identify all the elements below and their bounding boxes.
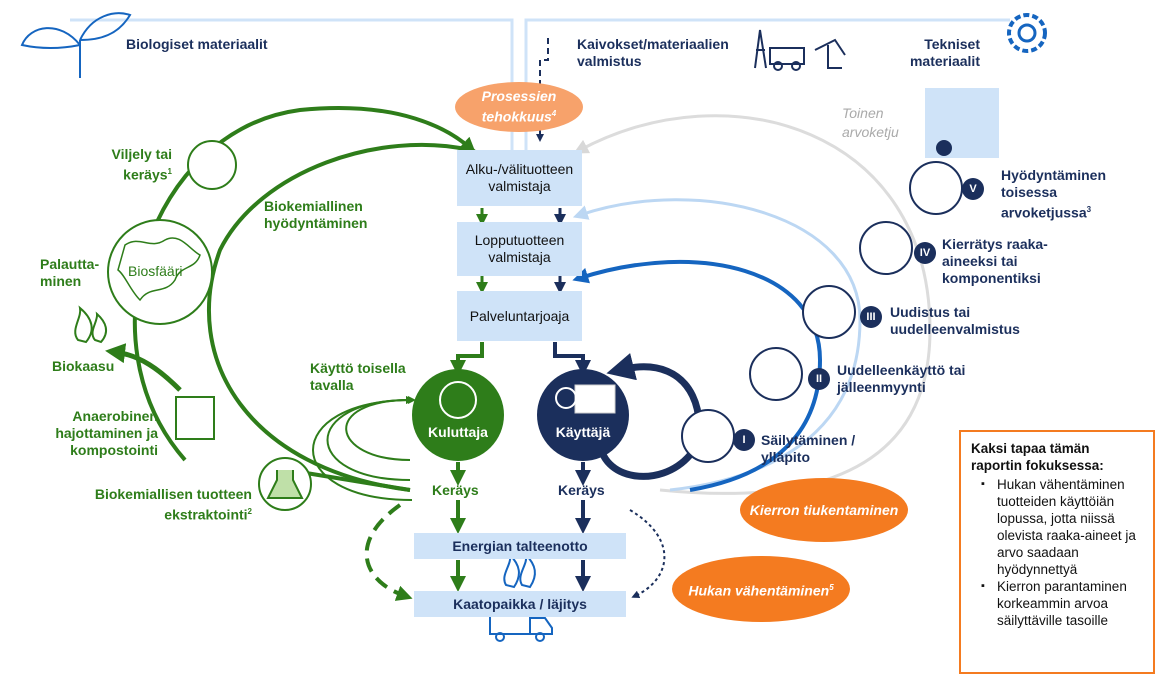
box-energia: Energian talteenotto	[414, 533, 626, 559]
label-ii: Uudelleenkäyttö tai jälleenmyynti	[837, 362, 966, 395]
badge-iii: III	[860, 306, 882, 328]
focus-item: Hukan vähentäminen tuotteiden käyttöiän …	[981, 476, 1143, 578]
biosphere-globe	[107, 219, 213, 325]
bio-inner-cycle	[206, 140, 478, 492]
oval-hukan: Hukan vähentäminen5	[672, 556, 850, 622]
label-iv: Kierrätys raaka-aineeksi tai komponentik…	[942, 236, 1048, 286]
label-keraus-right: Keräys	[558, 482, 605, 498]
label-biosfaari: Biosfääri	[128, 263, 183, 279]
label-kayttaja: Käyttäjä	[555, 424, 611, 440]
cycle-grey	[573, 114, 932, 496]
label-iii: Uudistus tai uudelleenvalmistus	[890, 304, 1020, 337]
oval-kierron: Kierron tiukentaminen	[740, 478, 908, 542]
mining-icon	[754, 29, 846, 71]
badge-ii: II	[808, 368, 830, 390]
plant-icon	[20, 12, 132, 78]
label-biokaasu: Biokaasu	[52, 358, 115, 374]
badge-iv: IV	[914, 242, 936, 264]
focus-list: Hukan vähentäminen tuotteiden käyttöiän …	[971, 476, 1143, 629]
label-biokemiallinen-hyodyntaminen: Biokemiallinen hyödyntäminen	[264, 198, 368, 231]
heading-technical: Tekniset materiaalit	[909, 36, 980, 69]
extraction-line	[299, 470, 411, 492]
biogas-flame-icon	[74, 305, 93, 344]
label-biokemiallisen-tuotteen: Biokemiallisen tuotteen ekstraktointi2	[94, 486, 252, 523]
label-v: Hyödyntäminen toisessa arvoketjussa3	[1001, 167, 1107, 221]
consumer-circle	[412, 369, 504, 461]
harvest-icon	[187, 140, 237, 190]
badge-v: V	[962, 178, 984, 200]
label-palauttaminen: Palautta-minen	[40, 256, 100, 289]
compost-icon	[175, 396, 215, 440]
label-i: Säilytäminen / ylläpito	[761, 432, 856, 465]
label-anaerobinen: Anaerobinen hajottaminen ja kompostointi	[55, 408, 158, 458]
focus-item: Kierron parantaminen korkeammin arvoa sä…	[981, 578, 1143, 629]
cycle-iii	[572, 259, 823, 492]
biokaasu-arrow	[105, 343, 182, 392]
badge-i: I	[733, 429, 755, 451]
box-alku: Alku-/välituotteen valmistaja	[457, 150, 582, 206]
label-toinen: Toinen arvoketju	[842, 105, 899, 140]
box-loppu: Lopputuotteen valmistaja	[457, 222, 582, 276]
user-circle	[537, 369, 629, 461]
label-keraus-left: Keräys	[432, 482, 479, 498]
label-viljely: Viljely tai keräys1	[111, 146, 172, 183]
focus-title: Kaksi tapaa tämän raportin fokuksessa:	[971, 441, 1104, 473]
label-kaytto-toisella: Käyttö toisella tavalla	[310, 360, 406, 393]
heading-biological: Biologiset materiaalit	[126, 36, 268, 52]
gear-icon	[1007, 13, 1047, 53]
box-kaatopaikka: Kaatopaikka / läjitys	[414, 591, 626, 617]
label-kuluttaja: Kuluttaja	[428, 424, 488, 440]
box-palvelu: Palveluntarjoaja	[457, 291, 582, 341]
heading-mining: Kaivokset/materiaalien valmistus	[577, 36, 729, 69]
energy-flames-icon	[503, 551, 536, 589]
oval-prosessien: Prosessien tehokkuus4	[455, 82, 583, 132]
focus-box: Kaksi tapaa tämän raportin fokuksessa: H…	[959, 430, 1155, 674]
